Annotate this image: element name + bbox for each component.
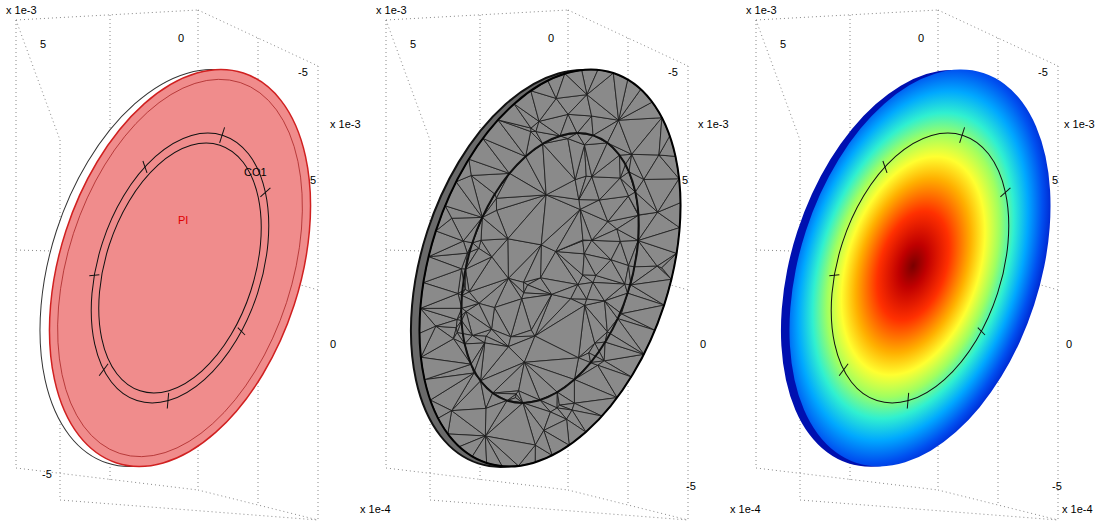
edge-tick bbox=[140, 161, 150, 173]
axis-grid-line bbox=[756, 20, 757, 468]
disk bbox=[734, 33, 1097, 502]
axis-grid-line bbox=[386, 468, 568, 490]
axis-grid-line bbox=[756, 10, 938, 20]
panel bbox=[364, 10, 727, 520]
axis-tick: -5 bbox=[298, 66, 308, 79]
mesh-triangle bbox=[456, 158, 476, 186]
disk-face bbox=[743, 36, 1098, 500]
axis-grid-line bbox=[386, 20, 430, 140]
axis-grid-line bbox=[16, 468, 198, 490]
axis-tick: -5 bbox=[1038, 66, 1048, 79]
disk-face bbox=[3, 36, 358, 500]
axis-tick: -5 bbox=[668, 66, 678, 79]
axis-tick: -5 bbox=[1052, 480, 1062, 493]
edge-tick bbox=[904, 393, 912, 409]
edge-tick bbox=[960, 127, 965, 143]
axis-grid-line bbox=[1058, 66, 1059, 520]
axis-tick: 0 bbox=[700, 338, 706, 351]
axis-grid-line bbox=[16, 20, 60, 140]
disk-edge bbox=[13, 48, 347, 488]
edge-tick bbox=[976, 328, 986, 335]
disk bbox=[0, 33, 357, 503]
axis-tick: 5 bbox=[310, 174, 316, 187]
mesh-triangle bbox=[601, 301, 624, 319]
axis-grid-line bbox=[16, 20, 17, 468]
axis-tick: 0 bbox=[548, 32, 554, 45]
axis-unit: x 1e-3 bbox=[1064, 118, 1095, 131]
axis-grid-line bbox=[16, 10, 198, 20]
edge-tick bbox=[880, 161, 890, 173]
mesh-triangle bbox=[582, 272, 596, 283]
axis-unit: x 1e-3 bbox=[330, 118, 361, 131]
axis-tick: 0 bbox=[1066, 338, 1072, 351]
edge-tick bbox=[89, 272, 99, 279]
inner-ring bbox=[69, 122, 290, 414]
edge-tick bbox=[99, 362, 108, 377]
mesh-triangle bbox=[604, 332, 647, 355]
edge-tick bbox=[839, 362, 848, 377]
axis-grid-line bbox=[430, 500, 688, 520]
disk-rim bbox=[364, 36, 719, 500]
axis-unit: x 1e-3 bbox=[746, 4, 777, 17]
axis-unit: x 1e-4 bbox=[730, 503, 761, 516]
axis-grid-line bbox=[800, 500, 1058, 520]
axis-grid-line bbox=[756, 468, 938, 490]
mesh-triangle bbox=[413, 322, 436, 359]
axis-unit: x 1e-3 bbox=[376, 4, 407, 17]
axis-tick: 5 bbox=[40, 38, 46, 51]
axis-tick: -5 bbox=[686, 480, 696, 493]
edge-tick bbox=[236, 328, 246, 335]
axis-unit: x 1e-4 bbox=[1062, 503, 1093, 516]
inner-ring bbox=[799, 110, 1040, 426]
axis-grid-line bbox=[756, 20, 800, 140]
panel bbox=[734, 10, 1097, 520]
mesh-triangle bbox=[534, 429, 559, 455]
mesh-triangle bbox=[448, 172, 493, 218]
mesh-triangle bbox=[554, 392, 576, 409]
axis-grid-line bbox=[318, 66, 319, 520]
mesh-triangle bbox=[556, 139, 586, 180]
inner-ring bbox=[429, 110, 670, 426]
inner-ring bbox=[59, 110, 300, 426]
domain-label: PI bbox=[178, 214, 188, 227]
axis-tick: 0 bbox=[330, 338, 336, 351]
axis-grid-line bbox=[386, 20, 387, 468]
axis-unit: x 1e-4 bbox=[360, 503, 391, 516]
mesh-triangle bbox=[447, 399, 493, 436]
axis-grid-line bbox=[688, 66, 689, 520]
mesh-triangle bbox=[579, 175, 592, 201]
mesh-triangle bbox=[419, 359, 474, 410]
edge-tick bbox=[260, 186, 270, 199]
axis-unit: x 1e-3 bbox=[6, 4, 37, 17]
mesh-triangle bbox=[478, 436, 510, 468]
panel bbox=[0, 10, 357, 520]
axis-unit: x 1e-3 bbox=[698, 118, 729, 131]
axis-tick: 5 bbox=[1052, 174, 1058, 187]
disk bbox=[364, 33, 727, 502]
axis-tick: 0 bbox=[918, 32, 924, 45]
edge-tick bbox=[1000, 186, 1010, 199]
axis-tick: 0 bbox=[178, 32, 184, 45]
axis-grid-line bbox=[60, 500, 318, 520]
axis-tick: 5 bbox=[682, 174, 688, 187]
axis-tick: 5 bbox=[780, 38, 786, 51]
axis-tick: -5 bbox=[42, 468, 52, 481]
mesh-triangle bbox=[556, 74, 591, 108]
edge-tick bbox=[164, 393, 172, 409]
axis-tick: 5 bbox=[410, 38, 416, 51]
domain-label: CO1 bbox=[244, 166, 267, 179]
edge-tick bbox=[220, 127, 225, 143]
axis-grid-line bbox=[386, 10, 568, 20]
disk-edge bbox=[373, 36, 728, 500]
edge-tick bbox=[829, 272, 839, 279]
